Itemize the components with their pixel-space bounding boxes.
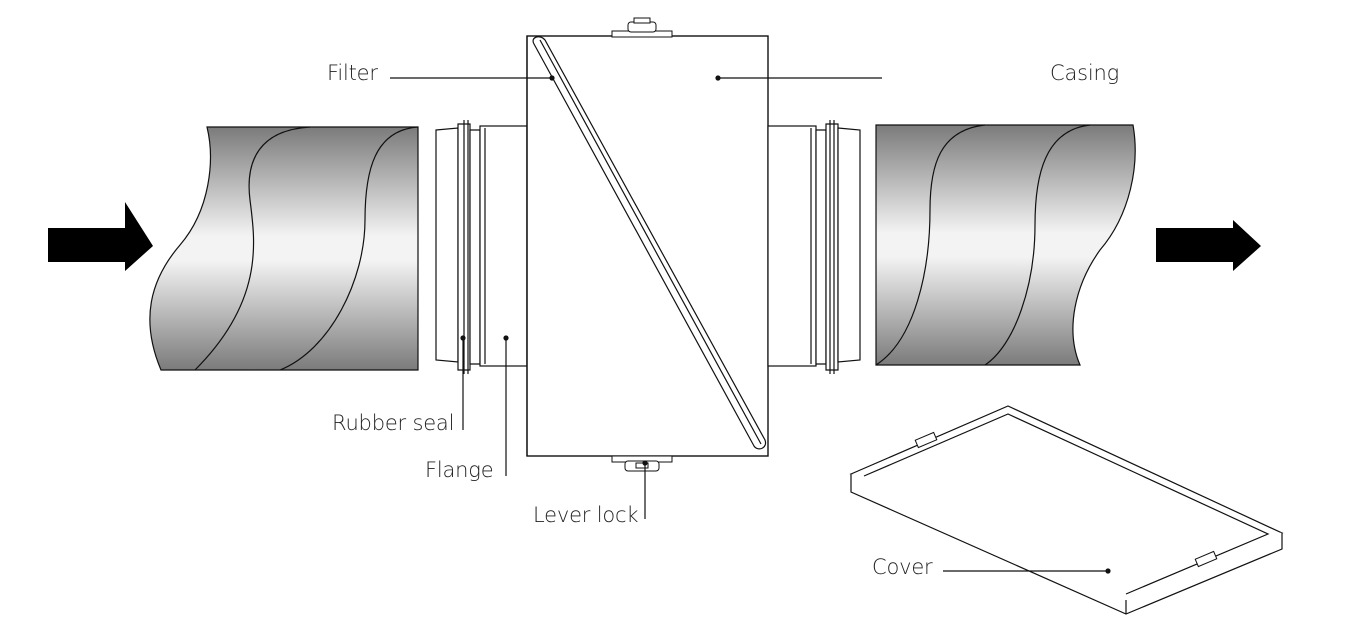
cover (849, 405, 1284, 615)
outflow-arrow-icon (1156, 220, 1261, 271)
lever-lock-label: Lever lock (533, 503, 638, 527)
callouts (390, 75, 1111, 574)
right-duct (875, 124, 1136, 366)
inflow-arrow-icon (48, 202, 153, 271)
right-flange (767, 125, 817, 367)
bottom-lever-lock (611, 455, 673, 472)
left-duct (149, 126, 419, 371)
filter-label: Filter (327, 61, 378, 85)
flange-label: Flange (425, 458, 493, 482)
right-rubber-seal (815, 120, 861, 374)
top-lever-lock (611, 17, 673, 38)
left-rubber-seal (435, 120, 481, 374)
casing-label: Casing (1050, 61, 1119, 85)
cover-label: Cover (872, 555, 933, 579)
casing (526, 17, 769, 472)
left-flange (479, 125, 528, 367)
rubber-seal-label: Rubber seal (332, 411, 454, 435)
